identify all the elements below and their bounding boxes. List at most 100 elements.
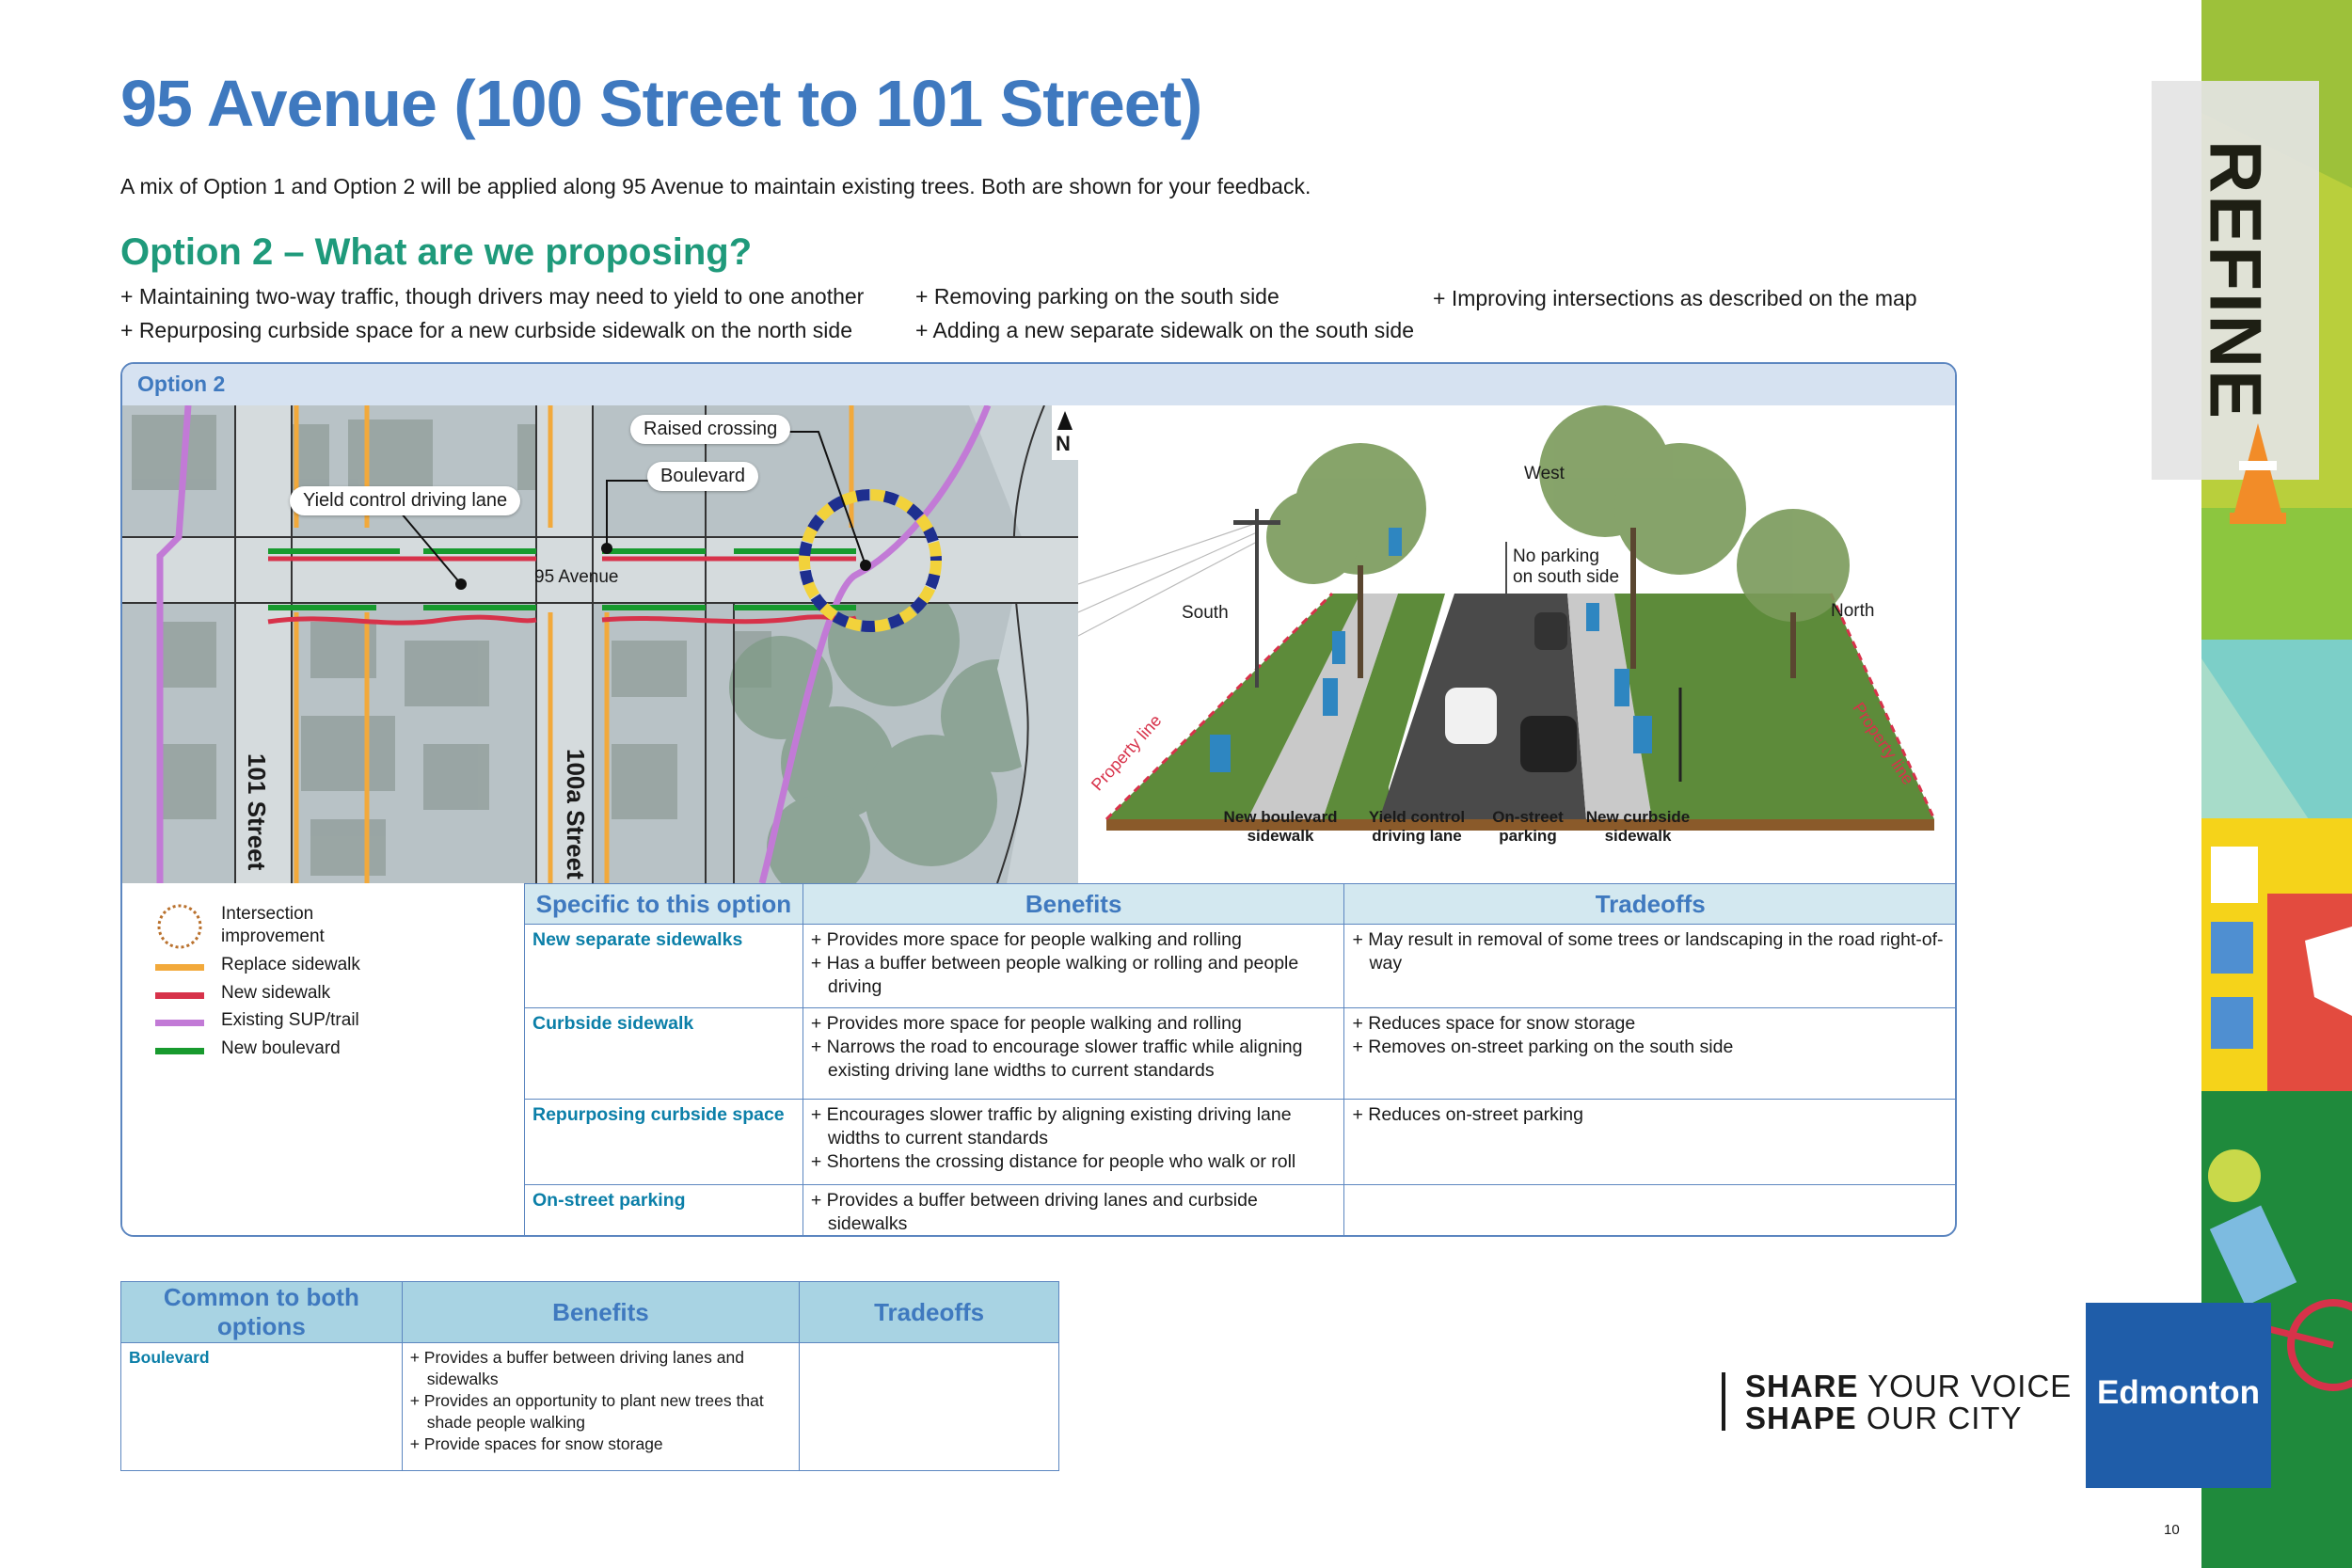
south-label: South [1182,603,1229,623]
table-header-row: Specific to this option Benefits Tradeof… [524,883,1955,925]
panel-header: Option 2 [122,364,1955,407]
new-sidewalk-swatch [155,992,204,999]
list-item: + Reduces on-street parking [1352,1104,1583,1125]
list-item: + Provides a buffer between driving lane… [810,1190,1258,1234]
legend-label: Intersection [221,904,314,924]
tagline-line-2: SHAPE OUR CITY [1745,1401,2023,1436]
caption-line: New curbside [1585,808,1691,826]
caption-line: sidewalk [1247,827,1314,845]
street-100a-label: 100a Street [562,749,590,879]
west-label: West [1524,464,1565,483]
no-parking-label: No parking [1513,546,1599,566]
table-row: On-street parking + Provides a buffer be… [524,1184,1955,1235]
row-label: Repurposing curbside space [524,1099,803,1185]
list-item: + Provides more space for people walking… [810,929,1242,950]
common-options-table: Common to both options Benefits Tradeoff… [120,1281,1059,1471]
north-arrow-label: N [1056,432,1071,455]
raised-crossing-label: Raised crossing [630,415,791,444]
tagline-rest: YOUR VOICE [1858,1369,2073,1403]
yield-lane-caption: Yield control driving lane [1360,808,1473,846]
existing-trail-swatch [155,1020,204,1026]
benefits-cell: + Encourages slower traffic by aligning … [802,1099,1345,1185]
intersection-improvement-icon [157,904,202,949]
page-number: 10 [2164,1522,2180,1538]
tagline-divider [1722,1372,1725,1431]
benefits-cell: + Provides more space for people walking… [802,924,1345,1008]
table-row: Boulevard + Provides a buffer between dr… [120,1342,1059,1471]
replace-sidewalk-swatch [155,964,204,971]
street-101-label: 101 Street [243,753,271,871]
list-item: + Provides more space for people walking… [810,1013,1242,1034]
tagline-line-1: SHARE YOUR VOICE [1745,1369,2072,1404]
benefits-cell: + Provides a buffer between driving lane… [802,1184,1345,1235]
tradeoffs-cell [799,1342,1059,1471]
caption-line: sidewalk [1604,827,1672,845]
row-label: On-street parking [524,1184,803,1235]
proposal-item: + Maintaining two-way traffic, though dr… [120,284,865,309]
table-row: Repurposing curbside space + Encourages … [524,1099,1955,1185]
list-item: + Reduces space for snow storage [1352,1013,1636,1034]
refine-tab: REFINE [2152,81,2319,480]
benefits-cell: + Provides more space for people walking… [802,1007,1345,1100]
tradeoffs-cell: + May result in removal of some trees or… [1343,924,1955,1008]
edmonton-logo: Edmonton [2086,1303,2271,1488]
list-item: + Removes on-street parking on the south… [1352,1037,1734,1057]
caption-line: Yield control [1368,808,1466,826]
caption-line: parking [1499,827,1557,845]
rendering-graphic [1077,405,1936,831]
aerial-map: Raised crossing Boulevard Yield control … [122,405,1078,883]
column-header: Benefits [401,1281,801,1343]
legend-label: Replace sidewalk [221,955,360,974]
row-label: Boulevard [120,1342,403,1471]
tradeoffs-cell [1343,1184,1955,1235]
traffic-cone-icon [2230,423,2286,524]
caption-line: driving lane [1372,827,1462,845]
list-item: + Provide spaces for snow storage [409,1434,663,1453]
list-item: + Shortens the crossing distance for peo… [810,1151,1296,1172]
proposal-item: + Improving intersections as described o… [1433,286,1917,310]
new-boulevard-swatch [155,1048,204,1054]
list-item: + Has a buffer between people walking or… [810,953,1299,997]
row-label: New separate sidewalks [524,924,803,1008]
legend-label: New boulevard [221,1038,341,1058]
column-header: Common to both options [120,1281,403,1343]
row-label: Curbside sidewalk [524,1007,803,1100]
street-rendering: West No parking on south side South Nort… [1077,405,1955,883]
proposal-item: + Adding a new separate sidewalk on the … [915,318,1414,342]
avenue-label: 95 Avenue [534,567,619,587]
column-header: Specific to this option [524,883,803,925]
onstreet-parking-caption: On-street parking [1481,808,1575,846]
boulevard-label: Boulevard [647,462,759,491]
logo-text: Edmonton [2096,1374,2261,1411]
column-header: Tradeoffs [1343,883,1955,925]
legend-label: New sidewalk [221,983,331,1003]
table-row: Curbside sidewalk + Provides more space … [524,1007,1955,1100]
intro-text: A mix of Option 1 and Option 2 will be a… [120,174,1311,198]
north-label: North [1831,601,1875,621]
refine-label: REFINE [2194,139,2278,421]
proposal-item: + Repurposing curbside space for a new c… [120,318,852,342]
table-header-row: Common to both options Benefits Tradeoff… [120,1281,1059,1343]
tradeoffs-cell: + Reduces space for snow storage + Remov… [1343,1007,1955,1100]
map-legend: Intersection improvement Replace sidewal… [122,883,524,1235]
page-title: 95 Avenue (100 Street to 101 Street) [120,67,1202,140]
list-item: + Encourages slower traffic by aligning … [810,1104,1292,1148]
column-header: Benefits [802,883,1345,925]
benefits-cell: + Provides a buffer between driving lane… [401,1342,801,1471]
map-graphic [122,405,1078,883]
list-item: + May result in removal of some trees or… [1352,929,1944,974]
proposal-item: + Removing parking on the south side [915,284,1279,309]
legend-label: improvement [221,927,325,946]
yield-lane-label: Yield control driving lane [290,486,521,515]
table-row: New separate sidewalks + Provides more s… [524,924,1955,1008]
tradeoffs-cell: + Reduces on-street parking [1343,1099,1955,1185]
caption-line: New boulevard [1223,808,1338,826]
curbside-sidewalk-caption: New curbside sidewalk [1577,808,1699,846]
option-2-panel: Option 2 [120,362,1957,1237]
tagline-rest: OUR CITY [1856,1401,2023,1435]
option-comparison-table: Specific to this option Benefits Tradeof… [524,883,1955,1235]
no-parking-label-2: on south side [1513,567,1620,587]
section-subtitle: Option 2 – What are we proposing? [120,231,753,273]
caption-line: On-street [1492,808,1564,826]
panel-title: Option 2 [137,372,226,396]
